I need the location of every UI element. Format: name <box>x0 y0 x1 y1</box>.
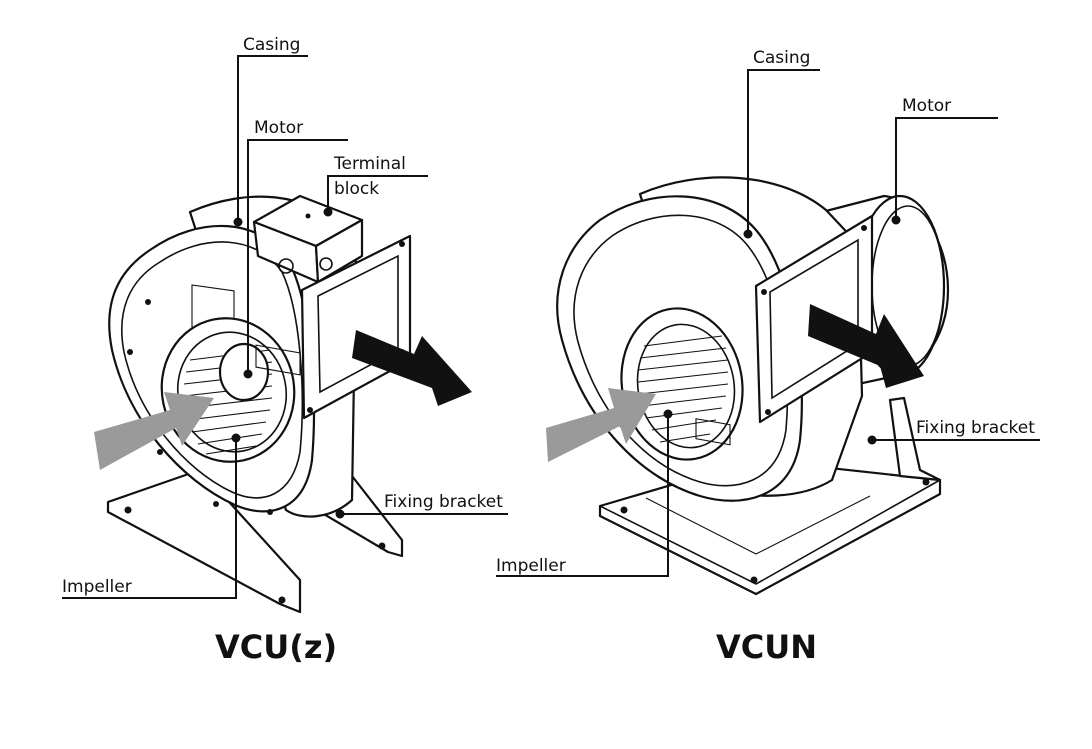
vcun-motor-label: Motor <box>902 96 951 116</box>
vcuz-terminal-block <box>252 194 364 284</box>
vcun-bracket-label: Fixing bracket <box>916 418 1035 438</box>
vcuz-fan-drawing: Casing Motor Terminal block Fixing brack… <box>62 35 508 666</box>
vcun-casing-label: Casing <box>753 48 810 68</box>
vcun-motor-leader <box>895 117 998 220</box>
vcuz-bracket-label: Fixing bracket <box>384 492 503 512</box>
vcuz-title: VCU(z) <box>215 628 337 666</box>
vcuz-terminal-label-line2: block <box>334 179 379 199</box>
vcuz-terminal-label-line1: Terminal <box>333 154 406 174</box>
vcuz-motor-leader <box>247 139 348 374</box>
vcun-casing-leader <box>747 69 820 234</box>
vcuz-impeller-label: Impeller <box>62 577 132 597</box>
vcun-impeller-label: Impeller <box>496 556 566 576</box>
vcuz-casing-label: Casing <box>243 35 300 55</box>
vcuz-casing-leader <box>237 55 308 222</box>
vcuz-impeller-leader <box>62 438 237 599</box>
vcun-fixing-bracket <box>888 396 942 482</box>
vcuz-inlet-arrow <box>94 392 214 470</box>
vcun-outlet-arrow <box>808 304 924 388</box>
vcun-inlet-arrow <box>546 388 656 462</box>
vcun-impeller-leader <box>496 414 669 577</box>
vcuz-motor-label: Motor <box>254 118 303 138</box>
vcuz-outlet-arrow <box>352 330 472 406</box>
vcun-title: VCUN <box>716 628 817 666</box>
vcuz-terminal-leader <box>327 175 428 212</box>
vcun-fan-drawing: Casing Motor Fixing bracket Impeller VCU… <box>496 48 1040 666</box>
